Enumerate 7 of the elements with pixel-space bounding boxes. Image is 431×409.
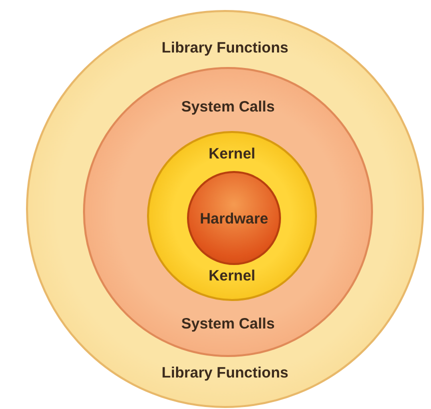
layer-label: System Calls — [181, 316, 275, 332]
layer-label: Kernel — [208, 268, 256, 284]
layer-label: System Calls — [181, 98, 275, 116]
layer-label: Hardware — [200, 210, 268, 228]
layer-label: Library Functions — [162, 40, 288, 56]
layer-label: Library Functions — [162, 364, 288, 382]
layer-label: Kernel — [208, 146, 256, 162]
